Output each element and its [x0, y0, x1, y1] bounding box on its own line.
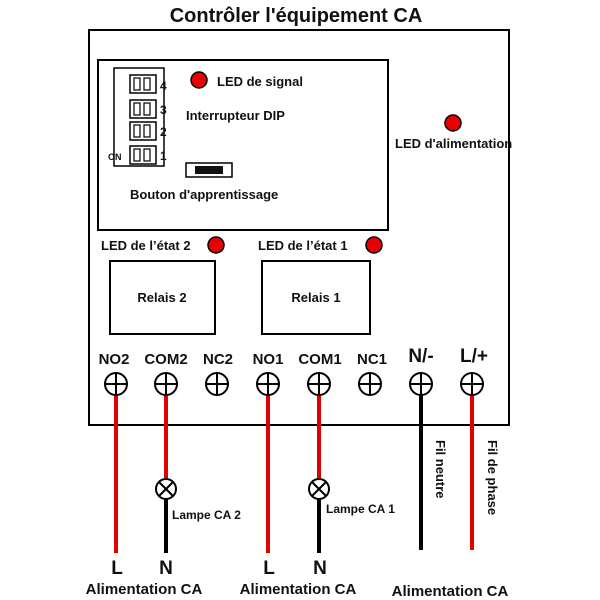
relay-2-box [109, 260, 216, 335]
terminal-label-no1: NO1 [253, 351, 284, 368]
left-supply-n: N [159, 558, 173, 579]
terminal-com2[interactable] [154, 372, 178, 396]
relay-2-label: Relais 2 [137, 290, 186, 305]
lamp-1-icon [308, 478, 330, 500]
terminal-label-com1: COM1 [298, 351, 341, 368]
relay-1-box [261, 260, 371, 335]
phase-wire-label: Fil de phase [485, 440, 500, 515]
lamp-1-label: Lampe CA 1 [326, 502, 395, 516]
dip-number-3: 3 [160, 103, 167, 117]
terminal-label-nc1: NC1 [357, 351, 387, 368]
power-led-label: LED d'alimentation [395, 136, 512, 151]
terminal-phase[interactable] [460, 372, 484, 396]
relay-1-label: Relais 1 [291, 290, 340, 305]
supply-label-1: Alimentation CA [86, 581, 203, 598]
terminal-label-no2: NO2 [99, 351, 130, 368]
terminal-label-n: N/- [408, 346, 433, 367]
lamp-2-icon [155, 478, 177, 500]
learn-button-label: Bouton d'apprentissage [130, 187, 278, 202]
supply-label-2: Alimentation CA [240, 581, 357, 598]
dip-on-label: ON [108, 152, 122, 162]
terminal-neutral[interactable] [409, 372, 433, 396]
status-led-2-label: LED de l’état 2 [101, 238, 191, 253]
status-led-1-icon [365, 236, 383, 254]
left-supply-l: L [111, 558, 123, 579]
mid-supply-n: N [313, 558, 327, 579]
dip-switch-label: Interrupteur DIP [186, 108, 285, 123]
terminal-label-com2: COM2 [144, 351, 187, 368]
status-led-1-label: LED de l’état 1 [258, 238, 348, 253]
dip-slot-1[interactable] [129, 145, 157, 165]
dip-number-1: 1 [160, 149, 167, 163]
terminal-nc2[interactable] [205, 372, 229, 396]
dip-slot-2[interactable] [129, 121, 157, 141]
supply-label-3: Alimentation CA [392, 583, 509, 600]
power-led-icon [444, 114, 462, 132]
diagram-title: Contrôler l'équipement CA [170, 5, 423, 27]
terminal-no1[interactable] [256, 372, 280, 396]
dip-number-4: 4 [160, 79, 167, 93]
mid-supply-l: L [263, 558, 275, 579]
terminal-nc1[interactable] [358, 372, 382, 396]
terminal-label-l: L/+ [460, 346, 488, 367]
dip-switch[interactable] [113, 67, 165, 167]
learn-button[interactable] [185, 162, 233, 178]
dip-number-2: 2 [160, 125, 167, 139]
dip-slot-3[interactable] [129, 99, 157, 119]
signal-led-label: LED de signal [217, 74, 303, 89]
signal-led-icon [190, 71, 208, 89]
terminal-no2[interactable] [104, 372, 128, 396]
lamp-2-label: Lampe CA 2 [172, 508, 241, 522]
terminal-com1[interactable] [307, 372, 331, 396]
terminal-label-nc2: NC2 [203, 351, 233, 368]
status-led-2-icon [207, 236, 225, 254]
neutral-wire-label: Fil neutre [433, 440, 448, 499]
dip-slot-4[interactable] [129, 74, 157, 94]
